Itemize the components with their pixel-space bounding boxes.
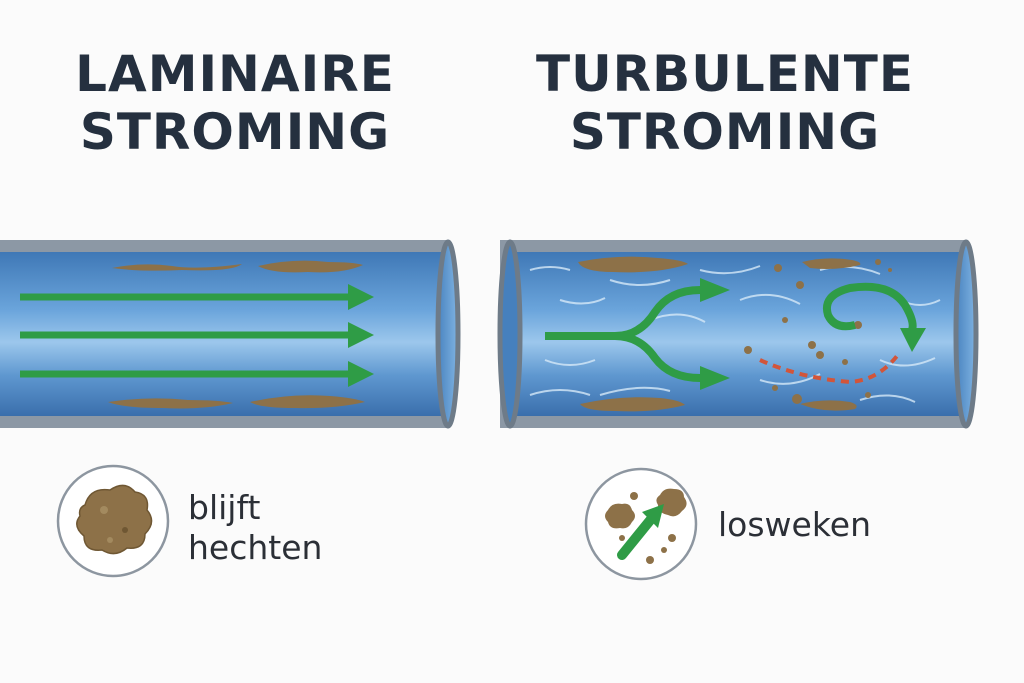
- turbulent-flow-arrows: [545, 278, 926, 390]
- loose-particles: [744, 259, 892, 404]
- caption-loosening: losweken: [718, 505, 871, 545]
- caption-left-line1: blijft: [188, 488, 261, 527]
- flow-arrow-down: [614, 332, 701, 382]
- deposit: [800, 400, 857, 411]
- vortex-arrow: [823, 282, 917, 332]
- turbulent-pipe: [497, 239, 979, 429]
- deposit: [258, 260, 363, 273]
- vortex-arrowhead: [900, 328, 926, 352]
- flow-arrowhead: [700, 366, 730, 390]
- caption-right-text: losweken: [718, 505, 871, 544]
- laminar-flow-arrows: [20, 284, 374, 387]
- flow-arrowhead: [700, 278, 730, 302]
- deposit: [580, 397, 685, 412]
- title-laminar-flow: LAMINAIRE STROMING: [30, 45, 440, 161]
- title-turbulent-line2: STROMING: [569, 103, 881, 161]
- title-turbulent-flow: TURBULENTE STROMING: [515, 45, 935, 161]
- flow-arrowhead: [348, 284, 374, 310]
- caption-left-line2: hechten: [188, 528, 323, 567]
- eddy-path: [759, 350, 902, 385]
- title-laminar-line1: LAMINAIRE: [75, 45, 395, 103]
- deposit: [250, 395, 365, 409]
- deposit-clump-icon: [56, 464, 170, 578]
- title-turbulent-line1: TURBULENTE: [535, 45, 915, 103]
- flow-arrowhead: [348, 361, 374, 387]
- flow-arrowhead: [348, 322, 374, 348]
- title-laminar-line2: STROMING: [79, 103, 391, 161]
- loosening-particles-icon: [584, 467, 698, 581]
- turbulent-pipe-start: [497, 239, 523, 429]
- deposit: [108, 398, 233, 409]
- laminar-pipe-end: [435, 239, 461, 429]
- deposit: [112, 264, 242, 271]
- caption-stays-attached: blijft hechten: [188, 488, 322, 568]
- deposit: [578, 256, 688, 273]
- deposit: [802, 258, 861, 269]
- turbulent-pipe-end: [953, 239, 979, 429]
- laminar-pipe: [0, 239, 461, 429]
